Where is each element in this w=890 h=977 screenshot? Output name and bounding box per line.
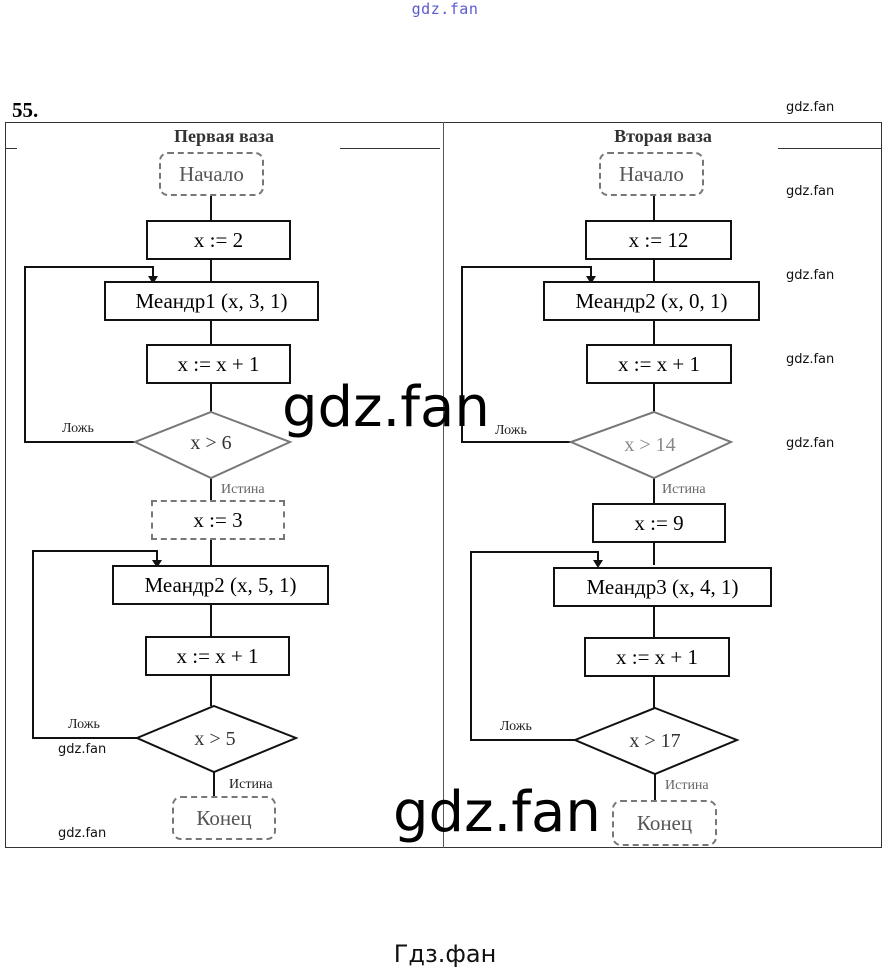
start-terminal: Начало (599, 152, 704, 196)
decision-condition: x > 5 (194, 728, 236, 750)
start-terminal: Начало (159, 152, 264, 196)
end-terminal: Конец (172, 796, 276, 840)
decision-condition: x > 14 (624, 434, 676, 456)
false-label: Ложь (62, 421, 94, 436)
process-init: x := 12 (585, 220, 732, 260)
side-watermark: gdz.fan (786, 352, 835, 367)
side-watermark: gdz.fan (58, 826, 107, 841)
large-watermark: gdz.fan (282, 375, 490, 440)
true-label: Истина (662, 482, 706, 497)
process-increment: x := x + 1 (586, 344, 732, 384)
decision-condition: x > 17 (629, 730, 681, 752)
process-reassign: x := 3 (151, 500, 285, 540)
header-rule (5, 148, 17, 149)
end-terminal: Конец (612, 800, 717, 846)
false-label: Ложь (500, 719, 532, 734)
column-title-first: Первая ваза (174, 126, 274, 146)
decision-condition: x > 6 (190, 432, 232, 454)
side-watermark: gdz.fan (786, 184, 835, 199)
false-label: Ложь (68, 717, 100, 732)
process-init: x := 2 (146, 220, 291, 260)
problem-number: 55. (12, 98, 39, 122)
side-watermark: gdz.fan (58, 742, 107, 757)
process-meander-call: Меандр2 (x, 0, 1) (543, 281, 760, 321)
process-increment: x := x + 1 (584, 637, 730, 677)
true-label: Истина (665, 778, 709, 793)
process-meander-call: Меандр2 (x, 5, 1) (112, 565, 329, 605)
true-label: Истина (229, 777, 273, 792)
process-increment: x := x + 1 (146, 344, 291, 384)
process-meander-call: Меандр1 (x, 3, 1) (104, 281, 319, 321)
process-increment: x := x + 1 (145, 636, 290, 676)
column-divider (443, 122, 444, 848)
side-watermark: gdz.fan (786, 268, 835, 283)
large-watermark: gdz.fan (393, 780, 601, 845)
false-label: Ложь (495, 423, 527, 438)
bottom-watermark: Гдз.фан (393, 940, 497, 968)
process-reassign: x := 9 (592, 503, 726, 543)
top-watermark: gdz.fan (411, 0, 479, 18)
side-watermark: gdz.fan (786, 100, 835, 115)
side-watermark: gdz.fan (786, 436, 835, 451)
process-meander-call: Меандр3 (x, 4, 1) (553, 567, 772, 607)
column-title-second: Вторая ваза (614, 126, 712, 146)
header-rule (340, 148, 440, 149)
true-label: Истина (221, 482, 265, 497)
header-rule (778, 148, 882, 149)
